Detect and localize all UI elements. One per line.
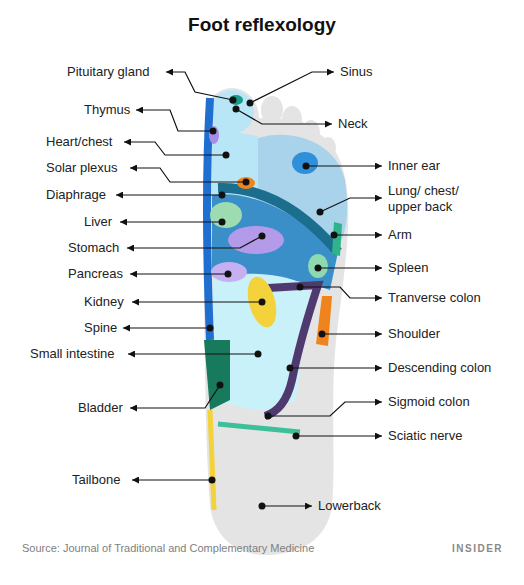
- zone-label: Pituitary gland: [67, 64, 149, 80]
- leader-line: [268, 402, 382, 416]
- leader-dot: [230, 97, 237, 104]
- leader-dot: [259, 233, 266, 240]
- leader-line: [128, 353, 258, 354]
- zone-label: Solar plexus: [46, 160, 118, 176]
- stomach-zone: [228, 226, 284, 254]
- foot-silhouette: [204, 88, 349, 555]
- zone-label: Lowerback: [318, 498, 381, 514]
- reflex-zones: [204, 90, 347, 510]
- pancreas-zone: [211, 262, 247, 282]
- leader-line: [296, 435, 382, 436]
- arm-zone: [332, 222, 342, 256]
- zone-label: Liver: [84, 214, 112, 230]
- leader-line: [334, 234, 382, 235]
- zone-label: Tailbone: [72, 472, 120, 488]
- solar-plexus-zone: [237, 177, 255, 189]
- leader-dot: [317, 209, 324, 216]
- leader-dots: [207, 97, 338, 510]
- leader-line: [322, 333, 382, 334]
- toe: [261, 96, 283, 124]
- leader-dot: [219, 192, 226, 199]
- zone-label: Thymus: [84, 102, 130, 118]
- toe: [282, 106, 302, 132]
- thymus-zone: [209, 126, 219, 144]
- leader-line: [127, 236, 262, 248]
- zone-label: Heart/chest: [46, 134, 112, 150]
- leader-line: [132, 301, 262, 302]
- leader-dot: [247, 100, 254, 107]
- leader-dot: [223, 152, 230, 159]
- leader-dot: [315, 265, 322, 272]
- leader-dot: [255, 351, 262, 358]
- leader-line: [300, 287, 382, 298]
- leader-dot: [297, 284, 304, 291]
- leader-dot: [209, 477, 216, 484]
- leader-dot: [207, 325, 214, 332]
- leader-dot: [243, 179, 250, 186]
- zone-label: Spine: [84, 320, 117, 336]
- leader-dot: [219, 219, 226, 226]
- leader-line: [290, 367, 382, 368]
- leader-line: [120, 221, 222, 222]
- leader-line: [250, 72, 334, 103]
- zone-label: Sciatic nerve: [388, 428, 462, 444]
- leader-line: [166, 72, 233, 100]
- leader-dot: [259, 503, 266, 510]
- leader-line: [320, 198, 382, 212]
- liver-zone: [210, 202, 242, 228]
- zone-label: Pancreas: [68, 266, 123, 282]
- leader-line: [262, 505, 312, 506]
- zone-label: Sigmoid colon: [388, 394, 470, 410]
- leader-dot: [319, 331, 326, 338]
- spleen-zone: [308, 254, 328, 278]
- leader-line: [130, 168, 246, 182]
- leader-line: [130, 273, 228, 274]
- leader-line: [116, 194, 222, 195]
- zone-label: Tranverse colon: [388, 290, 481, 306]
- leader-dot: [287, 365, 294, 372]
- foot-sole: [204, 118, 349, 555]
- leader-line: [123, 327, 210, 328]
- zone-label: Kidney: [84, 294, 124, 310]
- zone-label: Spleen: [388, 260, 428, 276]
- leader-dot: [265, 413, 272, 420]
- inner-ear-zone: [292, 152, 318, 174]
- leader-line: [124, 142, 226, 155]
- zone-label: Small intestine: [30, 346, 115, 362]
- watermark: INSIDER: [452, 541, 503, 557]
- zone-label: Diaphrage: [46, 187, 106, 203]
- zone-label: Descending colon: [388, 360, 491, 376]
- leader-line: [318, 267, 382, 268]
- pituitary-zone: [229, 95, 243, 105]
- zone-label: Bladder: [78, 400, 123, 416]
- leader-dot: [331, 232, 338, 239]
- leader-dot: [233, 106, 240, 113]
- zone-label: Sinus: [340, 64, 373, 80]
- leader-lines: [116, 72, 382, 506]
- diagram-title: Foot reflexology: [0, 14, 524, 36]
- zone-label: Arm: [388, 227, 412, 243]
- leader-line: [306, 165, 382, 166]
- zone-label: Neck: [338, 116, 368, 132]
- zone-label: Stomach: [68, 240, 119, 256]
- zone-label: Lung/ chest/ upper back: [388, 183, 488, 215]
- tailbone-line: [210, 410, 214, 510]
- shoulder-zone: [316, 296, 332, 346]
- leader-dot: [259, 299, 266, 306]
- leader-line: [136, 110, 213, 131]
- leader-dot: [293, 433, 300, 440]
- leader-line: [236, 109, 332, 124]
- leader-line: [130, 385, 220, 408]
- leader-dot: [225, 271, 232, 278]
- source-caption: Source: Journal of Traditional and Compl…: [22, 542, 314, 554]
- leader-line: [132, 479, 212, 480]
- leader-dot: [217, 382, 224, 389]
- leader-dot: [210, 128, 217, 135]
- zone-label: Shoulder: [388, 326, 440, 342]
- bladder-zone: [204, 340, 230, 410]
- sciatic-line: [218, 424, 300, 432]
- leader-dot: [303, 163, 310, 170]
- zone-label: Inner ear: [388, 158, 440, 174]
